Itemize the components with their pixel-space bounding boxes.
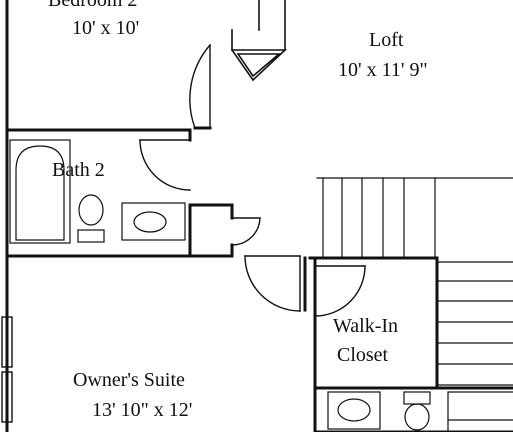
window-icon xyxy=(1,316,13,423)
room-size-bedroom-2: 10' x 10' xyxy=(72,17,140,39)
interior-walls xyxy=(5,126,513,434)
bathtub-icon xyxy=(9,139,71,244)
room-name-walk-in-line1: Walk-In xyxy=(333,315,399,337)
room-size-owners-suite: 13' 10" x 12' xyxy=(92,399,193,421)
room-size-loft: 10' x 11' 9" xyxy=(338,59,428,81)
staircase-icon xyxy=(316,177,513,386)
owners-bath-fixtures xyxy=(327,391,513,433)
door-swing-icon xyxy=(139,44,366,317)
toilet-icon xyxy=(77,194,105,243)
room-name-walk-in-line2: Closet xyxy=(337,344,389,366)
duct-icon xyxy=(230,0,288,82)
room-name-owners-suite: Owner's Suite xyxy=(73,369,185,391)
sink-icon xyxy=(121,202,186,241)
room-name-bath-2: Bath 2 xyxy=(52,159,105,181)
room-name-loft: Loft xyxy=(369,29,404,51)
room-name-bedroom-2: Bedroom 2 xyxy=(48,0,138,11)
